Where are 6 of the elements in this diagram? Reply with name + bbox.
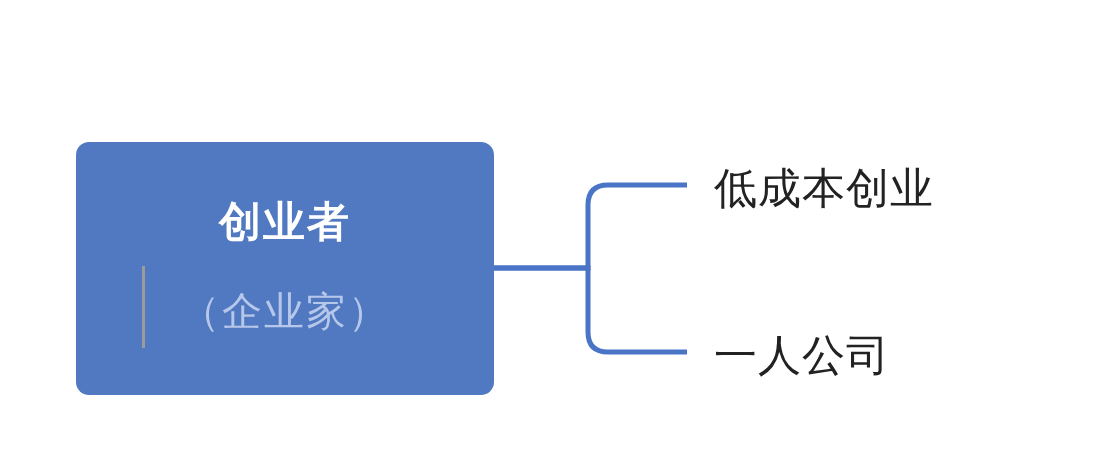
topic-title: 创业者 bbox=[219, 196, 351, 248]
branch-label: 一人公司 bbox=[714, 329, 890, 382]
connector-line bbox=[494, 265, 687, 355]
topic-subtitle: （企业家） bbox=[180, 287, 390, 336]
topic-box bbox=[76, 142, 494, 395]
branch-label: 低成本创业 bbox=[714, 162, 934, 215]
